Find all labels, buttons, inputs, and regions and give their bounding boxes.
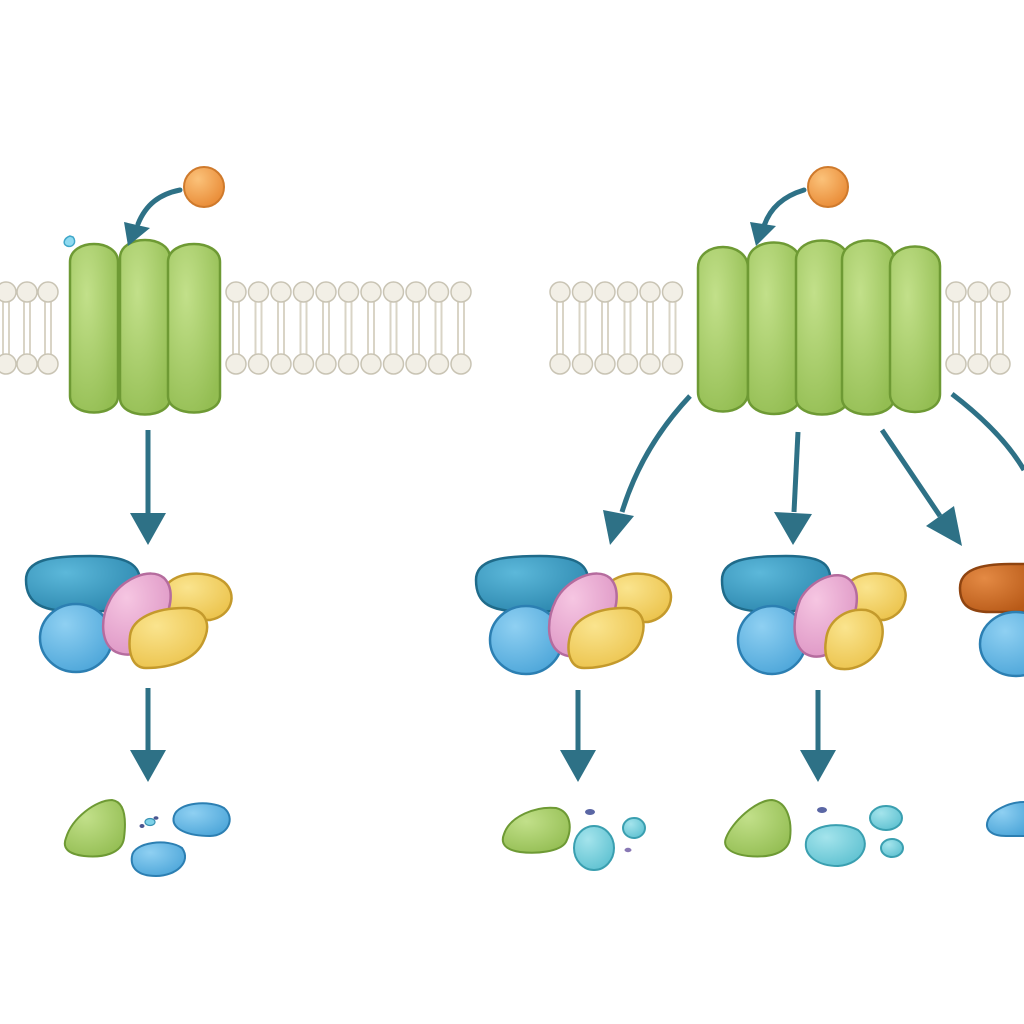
products-right-3: [986, 801, 1024, 837]
lipid-head: [967, 281, 989, 303]
protein-complex-left: [24, 554, 233, 674]
degradation-arrow-left: [130, 688, 166, 782]
lipid-head: [549, 281, 571, 303]
degradation-arrow-right-2: [800, 690, 836, 782]
binding-arrow-left: [124, 187, 183, 246]
lipid-head: [37, 353, 59, 375]
protein-complex-right-3: [958, 562, 1024, 678]
lipid-head: [945, 353, 967, 375]
protein-complex-right-2: [720, 554, 907, 676]
lipid-head: [967, 353, 989, 375]
lipid-head: [0, 281, 17, 303]
lipid-head: [292, 281, 315, 303]
lipid-head: [247, 281, 270, 303]
binding-arrow-right: [750, 187, 807, 246]
lipid-head: [639, 281, 661, 303]
signal-arrow-branch-4: [950, 392, 1024, 472]
lipid-head: [16, 281, 38, 303]
lipid-head: [382, 281, 405, 303]
lipid-head: [37, 281, 59, 303]
receptor-right: [696, 239, 942, 416]
lipid-bilayer-right-a: [549, 281, 684, 375]
signal-arrow-branch-1: [603, 394, 692, 545]
lipid-head: [571, 281, 594, 303]
lipid-head: [247, 353, 270, 375]
ligand-left: [183, 166, 225, 208]
signal-arrow-branch-3: [879, 428, 962, 546]
signal-arrow-left: [130, 430, 166, 545]
lipid-head: [0, 353, 17, 375]
lipid-head: [315, 353, 337, 375]
lipid-head: [616, 353, 639, 375]
lipid-head: [661, 281, 684, 303]
lipid-head: [405, 281, 427, 303]
signal-arrow-branch-2: [774, 431, 812, 545]
degradation-arrow-right-1: [560, 690, 596, 782]
lipid-head: [337, 353, 360, 375]
products-left: [63, 798, 231, 878]
lipid-head: [594, 281, 616, 303]
lipid-head: [225, 281, 247, 303]
lipid-head: [594, 353, 616, 375]
lipid-head: [427, 353, 450, 375]
products-right-2: [724, 798, 904, 868]
lipid-head: [292, 353, 315, 375]
lipid-head: [337, 281, 360, 303]
lipid-head: [382, 353, 405, 375]
lipid-head: [360, 353, 382, 375]
lipid-bilayer-middle: [225, 281, 472, 375]
lipid-head: [225, 353, 247, 375]
lipid-head: [16, 353, 38, 375]
lipid-head: [549, 353, 571, 375]
lipid-head: [450, 353, 472, 375]
lipid-head: [639, 353, 661, 375]
lipid-bilayer-right-b: [945, 281, 1011, 375]
lipid-head: [315, 281, 337, 303]
lipid-head: [450, 281, 472, 303]
products-right-1: [501, 806, 646, 871]
small-molecule-left: [63, 235, 76, 248]
lipid-head: [270, 281, 292, 303]
receptor-left: [68, 238, 222, 416]
lipid-head: [989, 281, 1011, 303]
lipid-head: [360, 281, 382, 303]
lipid-head: [989, 353, 1011, 375]
lipid-head: [616, 281, 639, 303]
lipid-head: [427, 281, 450, 303]
lipid-head: [571, 353, 594, 375]
lipid-head: [945, 281, 967, 303]
lipid-head: [270, 353, 292, 375]
ligand-right: [807, 166, 849, 208]
lipid-head: [661, 353, 684, 375]
lipid-bilayer-left: [0, 281, 59, 375]
lipid-head: [405, 353, 427, 375]
protein-complex-right-1: [474, 554, 673, 676]
